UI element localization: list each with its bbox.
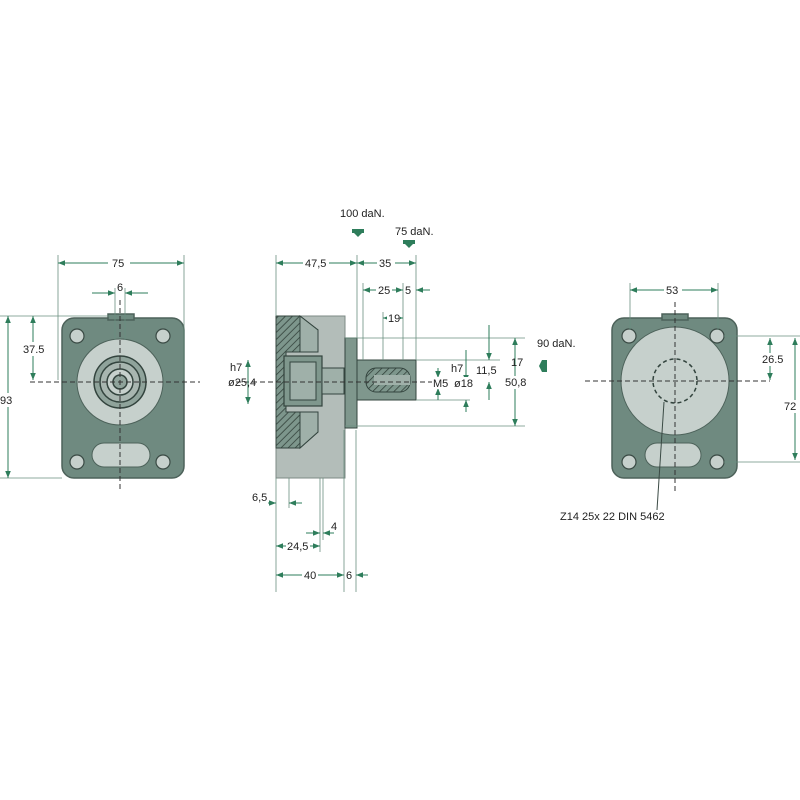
pilot-fit-h7: h7 [230, 362, 242, 374]
load-100-arrow-icon [352, 229, 364, 237]
dim-height-93: 93 [0, 395, 12, 407]
spline-leader-line [656, 401, 665, 511]
spline-spec-label: Z14 25x 22 DIN 5462 [560, 511, 665, 523]
dim-11-5: 11,5 [476, 365, 497, 377]
dim-6-bottom: 6 [346, 570, 352, 582]
port-slot [644, 442, 702, 468]
dim-53: 53 [666, 285, 678, 297]
load-indicators: 100 daN. 75 daN. 90 daN. [340, 208, 576, 372]
dim-26-5: 26.5 [762, 354, 783, 366]
dim-shaft-diameter: ø18 [454, 378, 473, 390]
load-90-label: 90 daN. [537, 338, 576, 350]
port-slot [91, 442, 151, 468]
mounting-plate [344, 337, 358, 429]
dim-4: 4 [331, 521, 337, 533]
dim-72: 72 [784, 401, 796, 413]
dim-35: 35 [379, 258, 391, 270]
dim-37-5: 37.5 [23, 344, 44, 356]
load-100-label: 100 daN. [340, 208, 385, 220]
dim-25: 25 [378, 285, 390, 297]
side-view: 47,5 35 25 5 19 h7 ø25,4 h7 11,5 17 50,8… [228, 255, 528, 592]
thread-m5: M5 [433, 378, 448, 390]
dim-pilot-diameter: ø25,4 [228, 377, 256, 389]
dim-key-6: 6 [117, 282, 123, 294]
load-75-arrow-icon [403, 240, 415, 248]
dim-47-5: 47,5 [305, 258, 326, 270]
dim-6-5: 6,5 [252, 492, 267, 504]
bolt-holes [69, 328, 171, 470]
bolt-holes [621, 328, 725, 470]
front-view-left: 75 6 37.5 93 [0, 255, 200, 492]
dim-40: 40 [304, 570, 316, 582]
load-90-arrow-icon [539, 360, 547, 372]
shaft-fit-h7: h7 [451, 363, 463, 375]
dim-width-75: 75 [112, 258, 124, 270]
load-75-label: 75 daN. [395, 226, 434, 238]
dim-19: 19 [388, 313, 400, 325]
dim-17: 17 [511, 357, 523, 369]
dim-24-5: 24,5 [287, 541, 308, 553]
dim-50-8: 50,8 [505, 377, 526, 389]
dim-5: 5 [405, 285, 411, 297]
front-view-right: 53 26.5 72 Z14 25x 22 DIN 5462 [560, 283, 800, 523]
